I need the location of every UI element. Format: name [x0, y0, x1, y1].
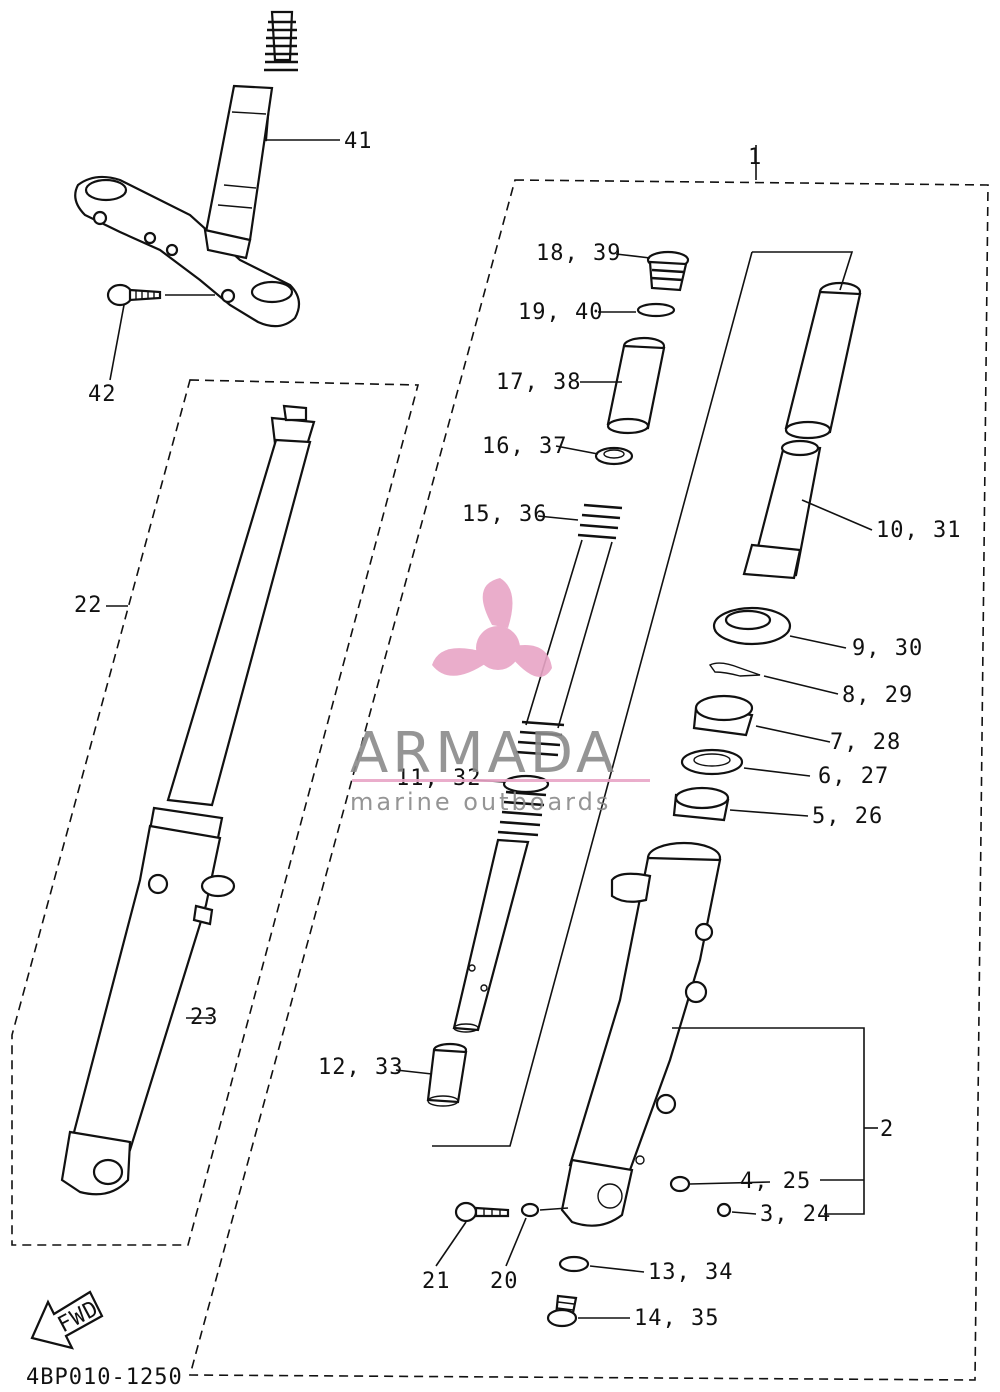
spacer-part-17: [606, 336, 666, 435]
label-12: 12, 33: [318, 1055, 403, 1080]
diagram-code: 4BP010-1250: [26, 1365, 183, 1390]
label-11: 11, 32: [396, 766, 481, 791]
label-14: 14, 35: [634, 1306, 719, 1331]
label-7: 7, 28: [830, 730, 901, 755]
watermark-tagline: marine outboards: [350, 788, 611, 816]
dust-seal-part-9: [712, 606, 792, 646]
cap-bolt-part-18: [646, 250, 690, 292]
callout-labels: 1 41 42 22 23 18, 39 19, 40 17, 38 16, 3…: [26, 129, 961, 1390]
inner-tube-part-10: [742, 281, 862, 580]
bushing-part-5: [672, 786, 730, 822]
bolt-part-14: [546, 1294, 578, 1328]
outer-tube-part-2: [560, 841, 722, 1227]
label-5: 5, 26: [812, 804, 883, 829]
group-outline-1: [188, 179, 989, 1381]
label-9: 9, 30: [852, 636, 923, 661]
spring-seat-part-16: [594, 446, 634, 466]
clip-part-8: [708, 662, 761, 677]
drain-screw-part-3: [716, 1202, 732, 1218]
label-20: 20: [490, 1269, 519, 1294]
label-8: 8, 29: [842, 683, 913, 708]
label-15: 15, 36: [462, 502, 547, 527]
oil-seal-part-7: [692, 694, 754, 737]
gasket-part-4: [669, 1175, 691, 1193]
left-fork-assembly-23: [60, 404, 316, 1196]
label-22: 22: [74, 593, 103, 618]
label-17: 17, 38: [496, 370, 581, 395]
label-3: 3, 24: [760, 1202, 831, 1227]
watermark-divider: [352, 779, 650, 782]
label-18: 18, 39: [536, 241, 621, 266]
gasket-part-13: [558, 1255, 590, 1273]
o-ring-part-19: [636, 302, 676, 318]
label-4: 4, 25: [740, 1169, 811, 1194]
spring-part-15: [515, 503, 623, 757]
label-10: 10, 31: [876, 518, 961, 543]
label-41: 41: [344, 129, 373, 154]
watermark-brand: ARMADA: [350, 721, 618, 786]
forward-direction-arrow: FWD: [30, 1290, 104, 1350]
taper-spindle-part-12: [426, 1042, 468, 1107]
damper-rod-part-11: [452, 774, 550, 1033]
steering-stem-part-41: [74, 10, 301, 328]
label-16: 16, 37: [482, 434, 567, 459]
label-2: 2: [880, 1117, 894, 1142]
label-23: 23: [190, 1005, 219, 1030]
label-13: 13, 34: [648, 1260, 733, 1285]
bolt-part-42: [106, 283, 162, 307]
bolt-part-21: [454, 1201, 510, 1223]
leader-lines: [106, 139, 878, 1319]
washer-part-6: [680, 748, 744, 776]
propeller-logo-icon: [432, 578, 552, 677]
label-1: 1: [748, 145, 762, 170]
label-21: 21: [422, 1269, 451, 1294]
group-outline-22: [11, 379, 420, 1246]
label-19: 19, 40: [518, 300, 603, 325]
label-42: 42: [88, 382, 117, 407]
armada-watermark: ARMADA marine outboards: [350, 578, 650, 816]
label-6: 6, 27: [818, 764, 889, 789]
washer-part-20: [520, 1202, 540, 1218]
